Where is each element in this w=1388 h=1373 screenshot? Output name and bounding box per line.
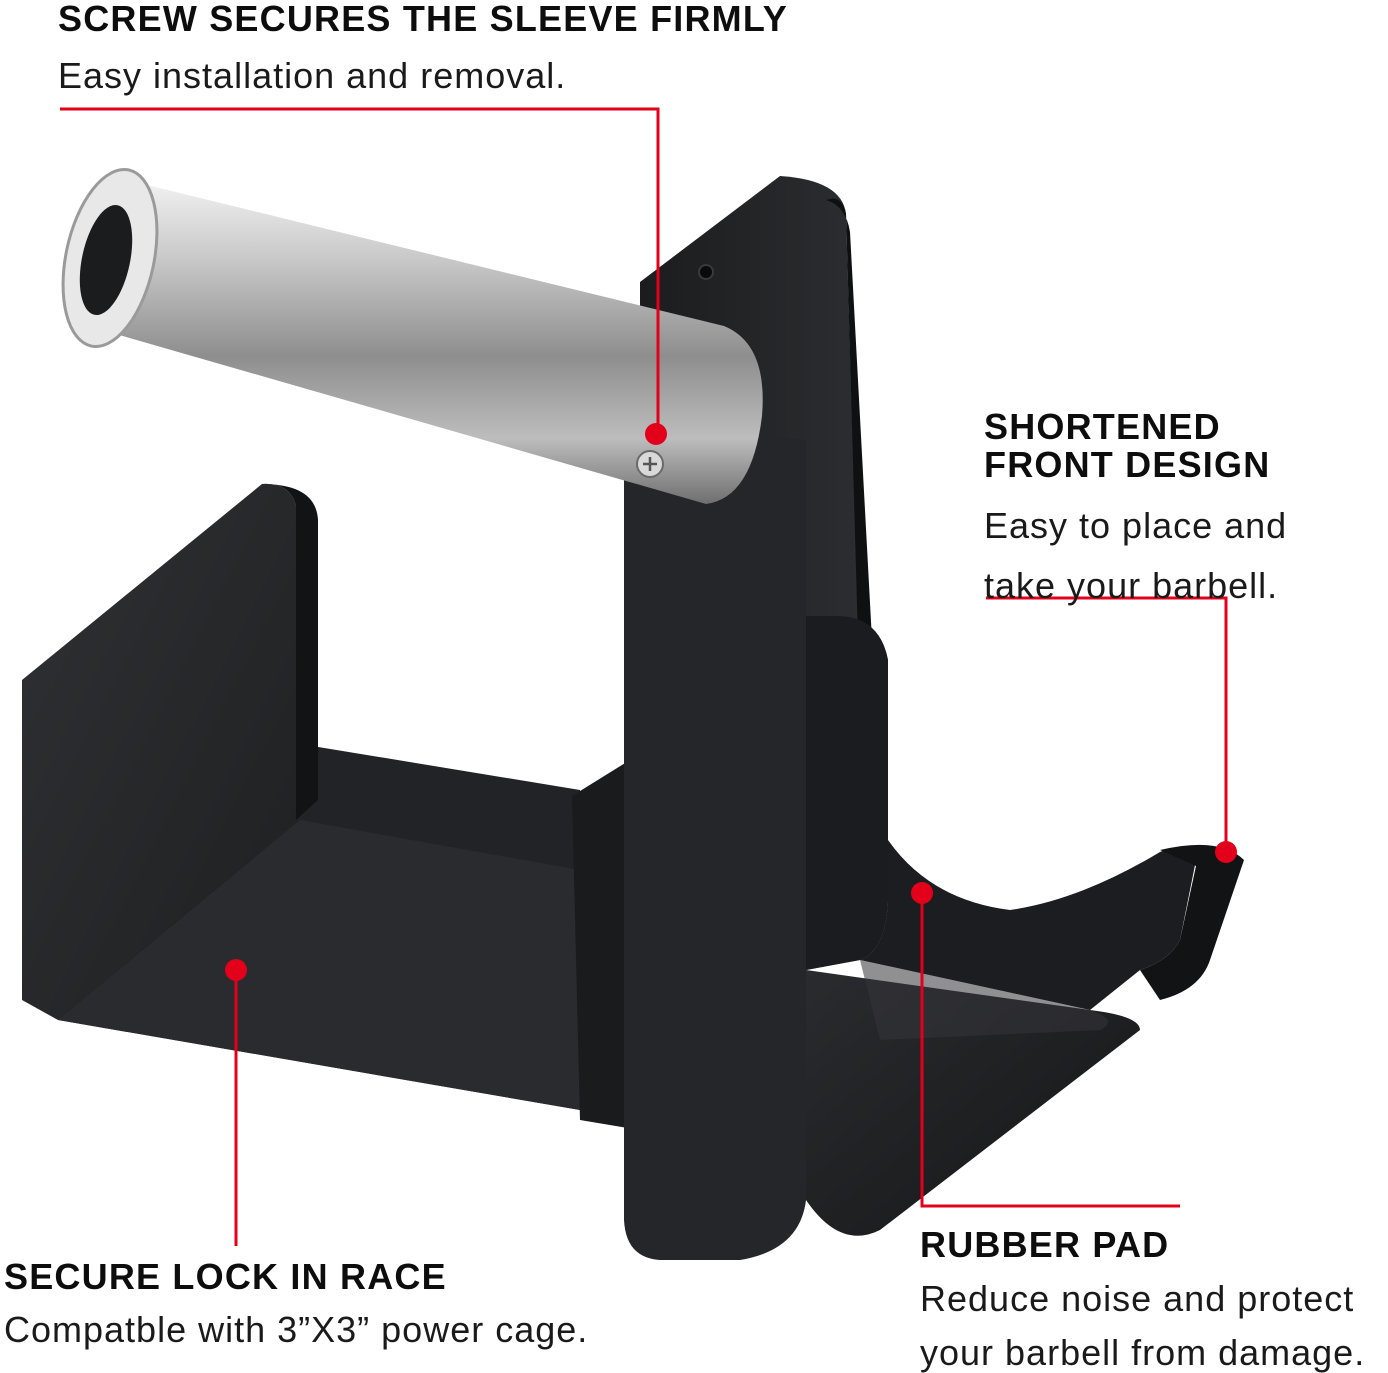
callout-screw: SCREW SECURES THE SLEEVE FIRMLY Easy ins… (58, 0, 788, 94)
callout-screw-desc: Easy installation and removal. (58, 55, 567, 96)
callout-rubber-title: RUBBER PAD (920, 1224, 1170, 1265)
rubber-pad (1140, 844, 1244, 1000)
sleeve-cap-inner (79, 204, 133, 316)
rubber-red-dot-marker (911, 882, 933, 904)
screw-red-dot-marker (645, 423, 667, 445)
callout-lock-desc: Compatble with 3”X3” power cage. (4, 1309, 589, 1350)
screw-leader-line (60, 107, 660, 434)
front-red-dot-marker (1215, 841, 1237, 863)
sleeve-body (102, 176, 763, 504)
callout-rubber-desc-line2: your barbell from damage. (920, 1332, 1366, 1373)
callout-front-title-line2: FRONT DESIGN (984, 444, 1271, 485)
callout-rubber-desc-line1: Reduce noise and protect (920, 1278, 1355, 1319)
callout-front-desc-line2: take your barbell. (984, 565, 1279, 606)
lock-red-dot-marker (225, 959, 247, 981)
front-leader-line (986, 596, 1228, 852)
callout-front-title-line1: SHORTENED (984, 406, 1221, 447)
hook-curve (860, 840, 1196, 1010)
callout-screw-title: SCREW SECURES THE SLEEVE FIRMLY (58, 0, 788, 39)
box-inner-floor-shade (58, 820, 580, 1110)
callout-front-design: SHORTENED FRONT DESIGN Easy to place and… (984, 408, 1287, 604)
front-plate-edge (806, 616, 888, 970)
back-plate-edge (826, 198, 872, 640)
box-left-wall-edge (262, 483, 318, 820)
callout-lock-title: SECURE LOCK IN RACE (4, 1256, 447, 1297)
callout-rubber-pad: RUBBER PAD Reduce noise and protect your… (920, 1226, 1365, 1372)
box-right-wall (572, 760, 640, 1130)
mount-hole (698, 264, 714, 280)
callout-secure-lock: SECURE LOCK IN RACE Compatble with 3”X3”… (4, 1258, 588, 1348)
callout-front-desc-line1: Easy to place and (984, 505, 1288, 546)
box-left-wall (22, 483, 296, 1020)
rubber-leader-line (920, 893, 1180, 1208)
